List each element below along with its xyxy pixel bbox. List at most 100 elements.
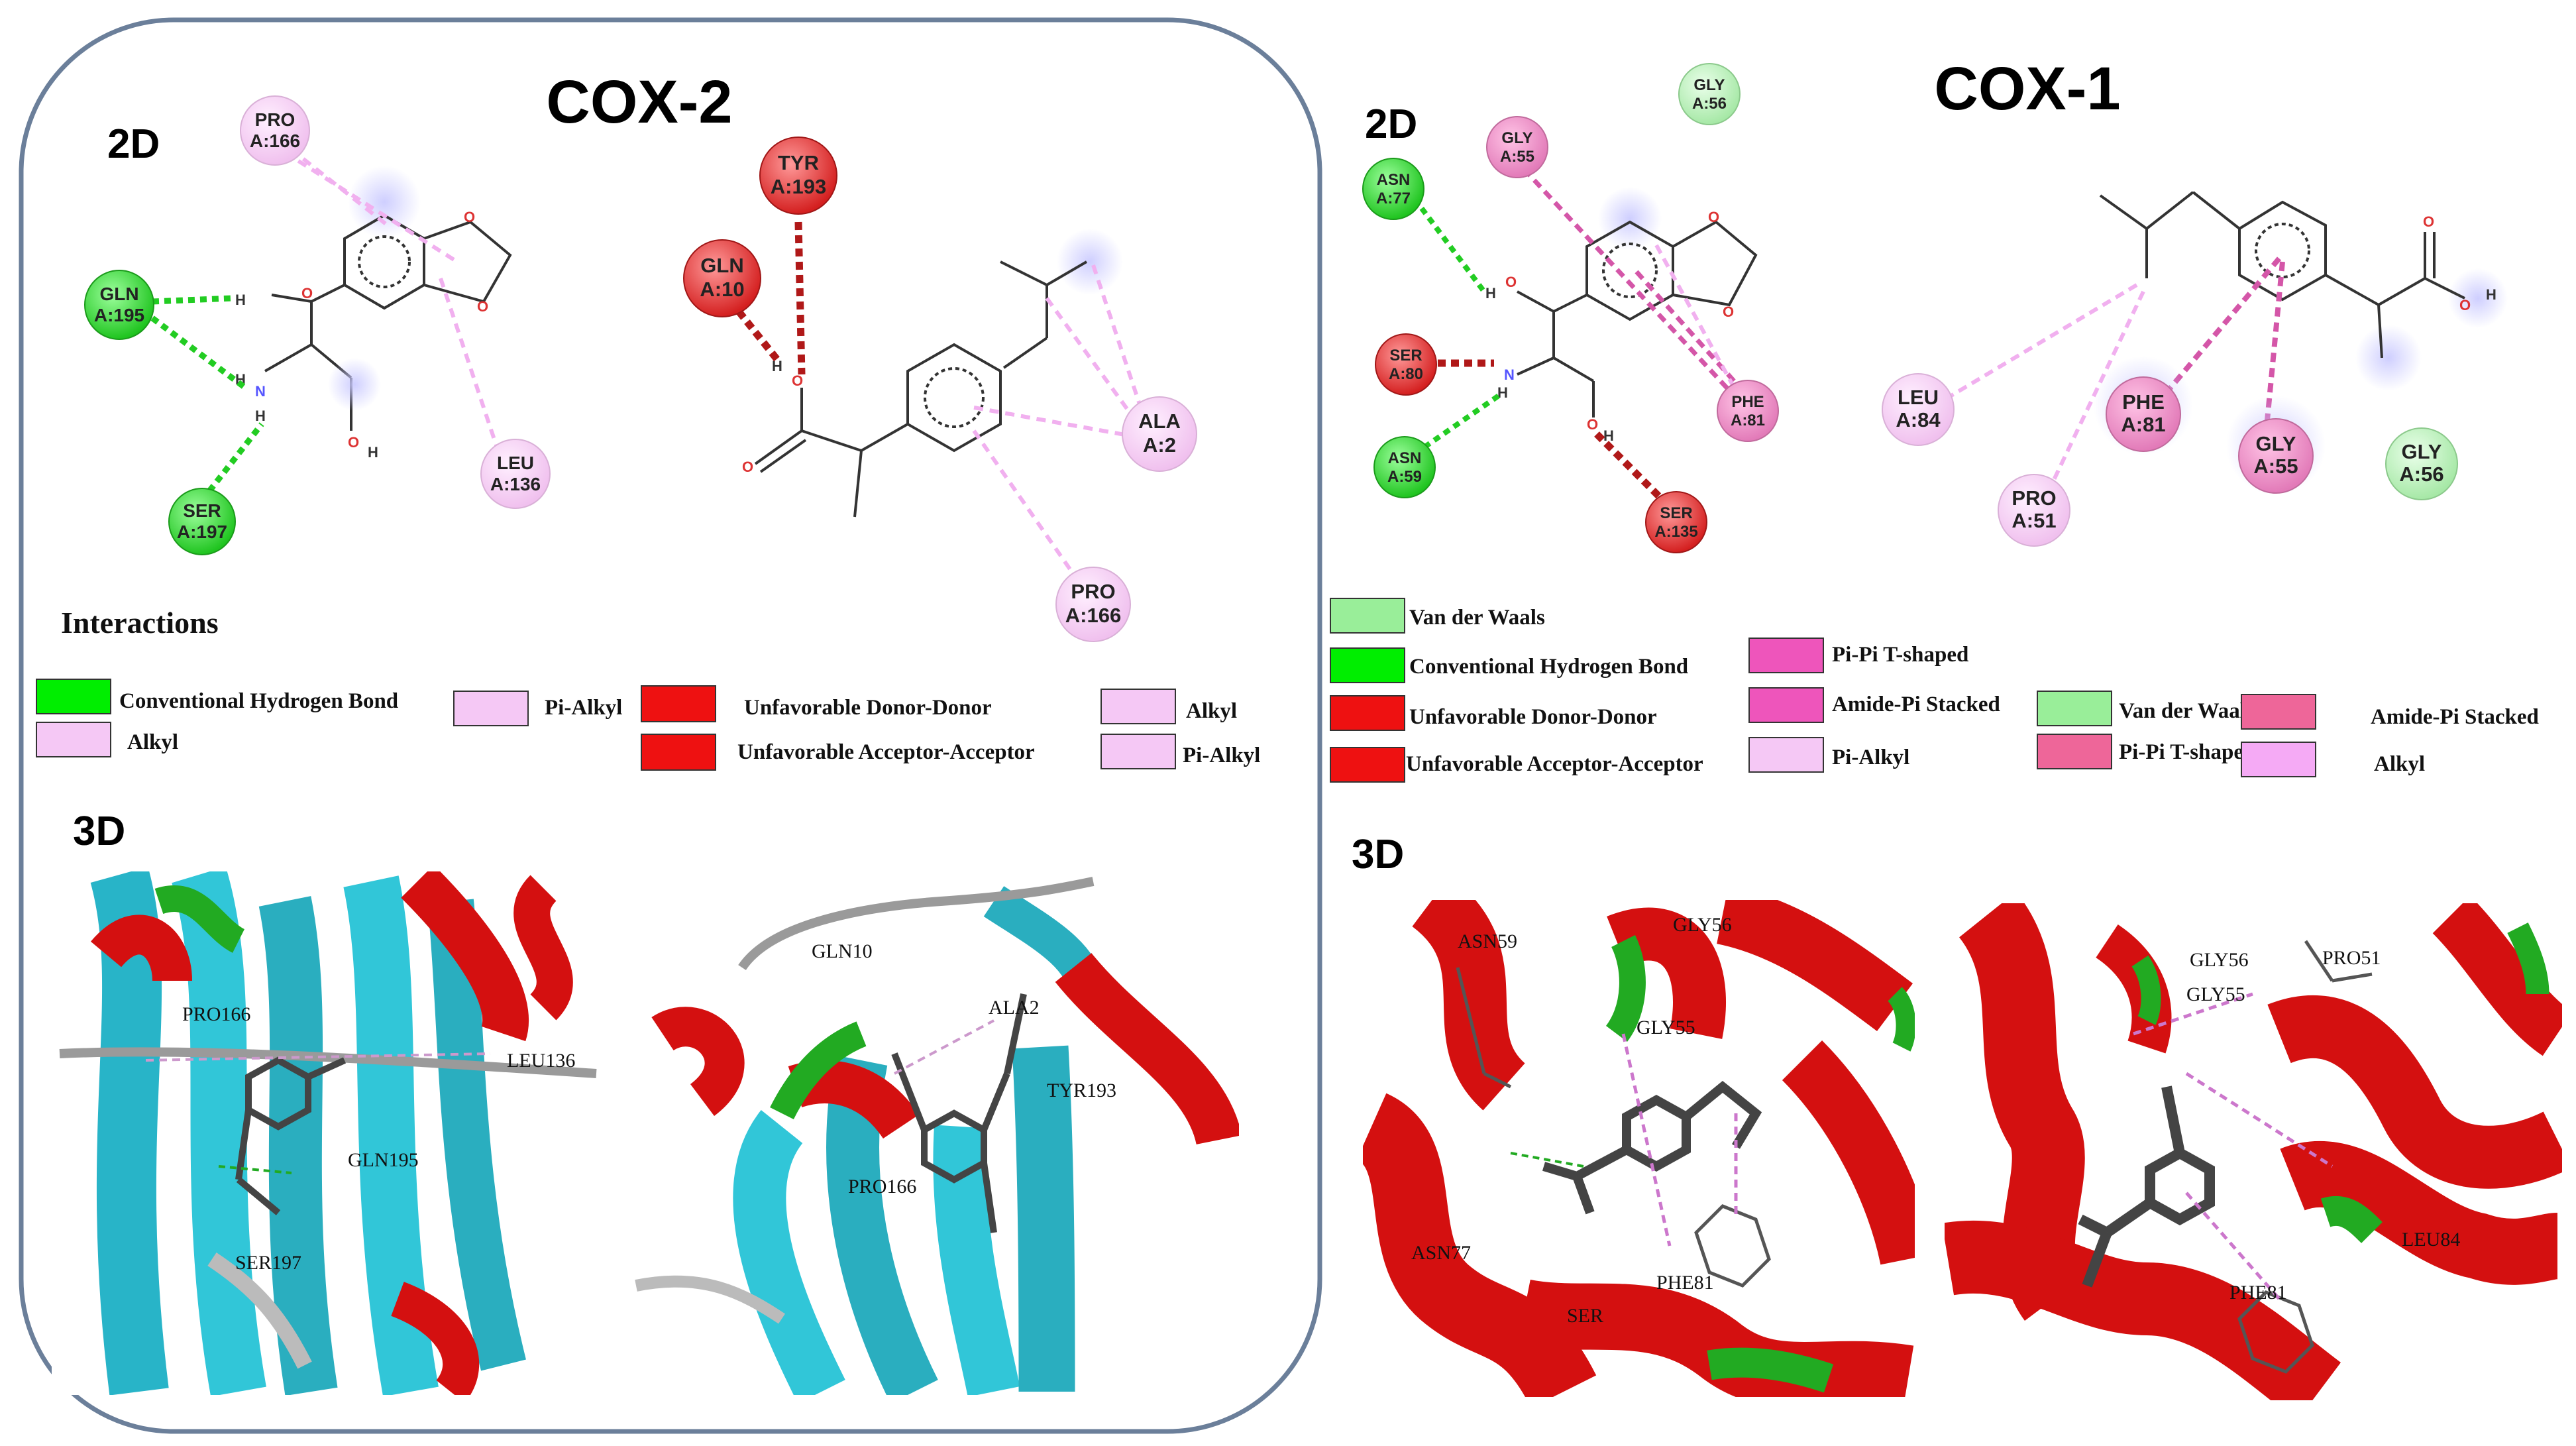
svg-text:PHE81: PHE81 <box>1656 1272 1714 1294</box>
svg-text:PHE: PHE <box>2122 390 2165 414</box>
svg-text:A:59: A:59 <box>1387 468 1422 486</box>
svg-text:Alkyl: Alkyl <box>127 730 178 754</box>
svg-text:GLN195: GLN195 <box>348 1149 419 1171</box>
cox1-residue-asn59: ASN A:59 <box>1373 436 1436 498</box>
cox1-title: COX-1 <box>1934 55 2120 123</box>
svg-text:Amide-Pi Stacked: Amide-Pi Stacked <box>2371 705 2539 729</box>
cox1-2d-label: 2D <box>1365 101 1417 147</box>
svg-text:Unfavorable Acceptor-Acceptor: Unfavorable Acceptor-Acceptor <box>1406 752 1703 776</box>
cox2-atom-h1: H <box>235 292 246 308</box>
svg-text:GLY56: GLY56 <box>1673 914 1732 936</box>
svg-text:GLN: GLN <box>99 284 138 304</box>
cox2-ligand-a <box>264 166 512 431</box>
svg-text:GLY55: GLY55 <box>1637 1017 1695 1038</box>
cox2-2d-label: 2D <box>107 121 160 167</box>
svg-text:Van der Waals: Van der Waals <box>1409 606 1545 630</box>
svg-text:A:81: A:81 <box>2121 413 2165 436</box>
cox1-3d-view-a: ASN59 GLY56 GLY55 ASN77 PHE81 SER <box>1363 900 1915 1397</box>
svg-text:A:197: A:197 <box>177 522 227 542</box>
cox2-atom-o1: O <box>301 285 313 302</box>
svg-text:Alkyl: Alkyl <box>2374 752 2425 776</box>
svg-text:GLY: GLY <box>2256 432 2296 455</box>
svg-text:SER197: SER197 <box>235 1252 301 1274</box>
cox1-residue-gly56-b: GLY A:56 <box>2385 427 2458 500</box>
cox2-residue-ser197: SER A:197 <box>168 488 236 555</box>
svg-text:SER: SER <box>1660 504 1692 522</box>
cox2-atom-h5: H <box>772 358 782 374</box>
svg-text:Pi-Pi T-shaped: Pi-Pi T-shaped <box>1832 643 1968 667</box>
cox1-3d-view-b: GLY56 GLY55 PRO51 LEU84 PHE81 <box>1945 903 2562 1400</box>
cox1-atom-h4: H <box>2486 286 2496 303</box>
cox2-3d-view-a: PRO166 LEU136 GLN195 SER197 <box>52 871 608 1395</box>
svg-text:GLN: GLN <box>700 254 743 277</box>
svg-text:A:136: A:136 <box>490 474 541 494</box>
cox1-residue-gly55-a: GLY A:55 <box>1486 116 1548 178</box>
svg-text:Pi-Alkyl: Pi-Alkyl <box>1832 746 1909 769</box>
cox2-atom-o3: O <box>464 209 475 225</box>
cox2-ligand-b <box>754 229 1123 518</box>
cox1-atom-o5: O <box>2423 213 2434 230</box>
cox1-atom-o2: O <box>1587 416 1598 433</box>
svg-text:Unfavorable Donor-Donor: Unfavorable Donor-Donor <box>1409 705 1657 729</box>
svg-text:PRO: PRO <box>255 109 295 130</box>
cox1-atom-h1: H <box>1485 285 1496 302</box>
cox1-legend: Van der Waals Conventional Hydrogen Bond… <box>1330 598 2539 783</box>
svg-text:TYR: TYR <box>778 151 819 174</box>
svg-text:ASN77: ASN77 <box>1411 1242 1471 1264</box>
svg-text:ALA2: ALA2 <box>989 997 1040 1019</box>
cox2-atom-h4: H <box>368 444 378 461</box>
svg-text:Pi-Alkyl: Pi-Alkyl <box>1183 744 1260 767</box>
svg-text:GLY: GLY <box>1693 76 1725 94</box>
cox1-residue-ser80: SER A:80 <box>1375 333 1437 396</box>
cox2-3d-view-b: GLN10 ALA2 TYR193 PRO166 <box>631 871 1239 1395</box>
svg-text:A:2: A:2 <box>1143 433 1176 457</box>
svg-text:Conventional Hydrogen Bond: Conventional Hydrogen Bond <box>1409 655 1688 679</box>
cox2-title: COX-2 <box>546 68 732 136</box>
cox1-residue-leu84: LEU A:84 <box>1882 373 1955 446</box>
svg-text:PRO51: PRO51 <box>2322 947 2381 969</box>
svg-text:Van der Waals: Van der Waals <box>2119 699 2255 723</box>
svg-text:Conventional Hydrogen Bond: Conventional Hydrogen Bond <box>119 689 398 713</box>
cox2-interaction-lines-a <box>150 137 502 502</box>
cox1-residue-asn77: ASN A:77 <box>1362 158 1424 220</box>
cox2-panel-border <box>19 17 1322 1434</box>
svg-text:ALA: ALA <box>1138 410 1181 433</box>
cox2-atom-o6: O <box>742 459 753 475</box>
svg-text:A:84: A:84 <box>1896 408 1941 431</box>
cox2-atom-h3: H <box>255 408 266 424</box>
cox2-legend: Conventional Hydrogen Bond Alkyl Pi-Alky… <box>36 679 1260 771</box>
cox1-atom-o3: O <box>1708 209 1719 225</box>
cox2-residue-ala2: ALA A:2 <box>1122 396 1197 472</box>
svg-text:A:55: A:55 <box>1500 148 1534 166</box>
cox1-residue-ser135: SER A:135 <box>1645 491 1707 553</box>
cox2-residue-pro166-a: PRO A:166 <box>240 95 310 166</box>
cox2-atom-n1: N <box>255 383 266 400</box>
interactions-heading: Interactions <box>61 606 219 640</box>
svg-text:LEU: LEU <box>497 453 534 473</box>
svg-text:PRO: PRO <box>1071 580 1115 603</box>
svg-text:ASN59: ASN59 <box>1458 930 1517 952</box>
cox1-residue-pro51: PRO A:51 <box>1998 474 2070 547</box>
svg-text:ASN: ASN <box>1388 449 1422 467</box>
svg-text:SER: SER <box>183 500 221 521</box>
svg-text:Unfavorable Acceptor-Acceptor: Unfavorable Acceptor-Acceptor <box>737 740 1035 764</box>
cox1-atom-o6: O <box>2459 297 2471 313</box>
svg-text:A:80: A:80 <box>1389 365 1423 383</box>
svg-text:A:166: A:166 <box>1065 604 1121 627</box>
cox2-atom-o4: O <box>477 298 488 315</box>
svg-text:PRO166: PRO166 <box>182 1003 250 1025</box>
svg-text:A:166: A:166 <box>250 131 300 151</box>
svg-text:GLY: GLY <box>2402 440 2442 463</box>
cox2-atom-o2: O <box>348 434 359 451</box>
cox2-3d-label: 3D <box>73 808 125 854</box>
svg-text:GLY56: GLY56 <box>2190 949 2249 971</box>
svg-text:Pi-Alkyl: Pi-Alkyl <box>545 696 622 720</box>
svg-text:A:56: A:56 <box>2399 463 2443 486</box>
svg-text:PHE: PHE <box>1731 393 1764 411</box>
svg-text:Amide-Pi Stacked: Amide-Pi Stacked <box>1832 693 2000 716</box>
svg-text:A:193: A:193 <box>771 175 826 198</box>
svg-text:GLY55: GLY55 <box>2186 983 2245 1005</box>
svg-text:ASN: ASN <box>1377 171 1411 189</box>
cox1-atom-h2: H <box>1497 384 1508 401</box>
